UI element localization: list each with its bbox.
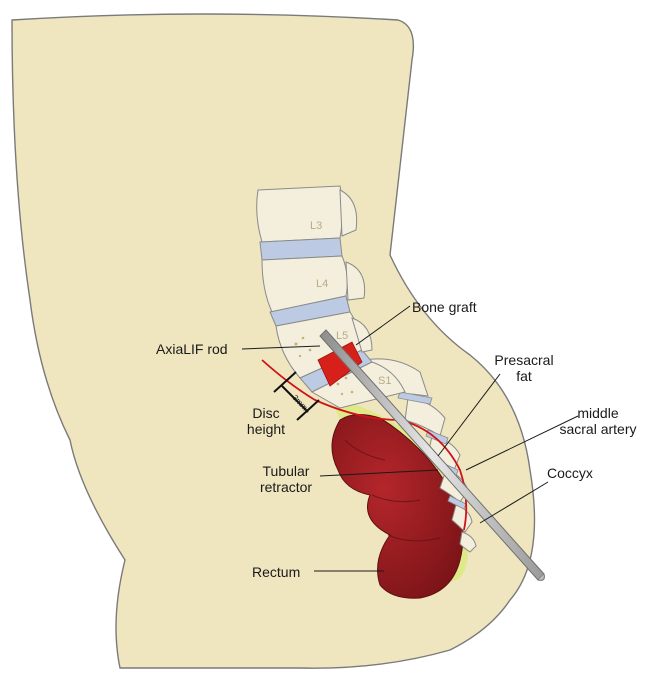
vertebra-l3 <box>257 186 343 242</box>
label-rectum: Rectum <box>252 564 300 580</box>
vertebra-label-l3: L3 <box>310 220 322 232</box>
label-coccyx: Coccyx <box>547 465 593 481</box>
vertebra-label-l5: L5 <box>336 330 348 342</box>
vertebra-label-l4: L4 <box>316 278 328 290</box>
vertebra-label-s1: S1 <box>378 375 391 387</box>
label-disc-height: Disc height <box>240 405 292 437</box>
label-middle-sacral-artery: middle sacral artery <box>552 405 644 437</box>
label-presacral-fat: Presacral fat <box>488 352 560 384</box>
label-tubular-retractor: Tubular retractor <box>249 463 323 495</box>
label-axialif-rod: AxiaLIF rod <box>156 341 228 357</box>
label-bone-graft: Bone graft <box>412 299 477 315</box>
